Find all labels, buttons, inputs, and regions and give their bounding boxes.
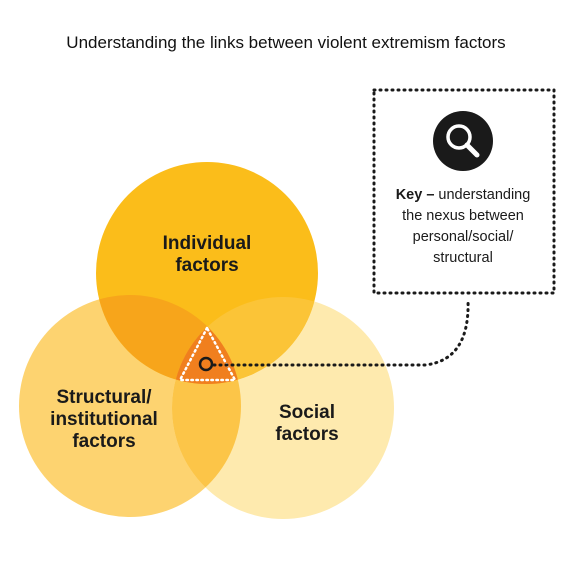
key-line-2: the nexus between [402,208,524,224]
connector-dotted-line [212,298,470,367]
structural-label-line-2: institutional [50,409,158,430]
magnifying-glass-icon [433,111,493,171]
key-line-3: personal/social/ [413,229,515,245]
key-line-1-text: understanding [438,187,530,203]
individual-structural-overlap [96,295,241,384]
structural-label-line-1: Structural/ [56,387,152,408]
center-marker-icon [198,356,214,372]
structural-label-line-3: factors [72,431,135,452]
page-title: Understanding the links between violent … [66,33,506,52]
social-label-line-2: factors [275,424,338,445]
key-box [372,88,556,295]
key-line-1: Key –understanding [396,187,531,203]
individual-social-overlap [172,297,318,384]
center-triangle-outline [177,325,238,382]
individual-label-line-2: factors [175,255,238,276]
key-bold-label: Key – [396,187,435,203]
individual-label-line-1: Individual [163,233,252,254]
key-line-4: structural [433,250,493,266]
social-label-line-1: Social [279,402,335,423]
